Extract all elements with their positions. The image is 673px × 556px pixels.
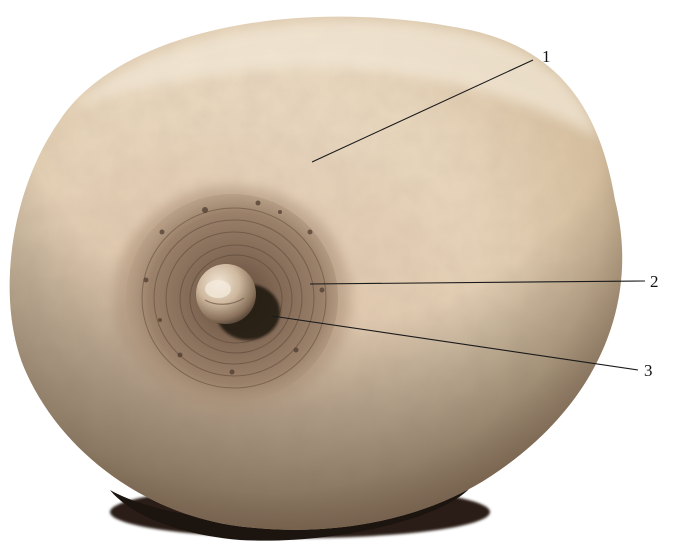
callout-label-2: 2 [650,272,659,291]
callout-label-1: 1 [542,47,551,66]
callout-label-3: 3 [644,361,653,380]
